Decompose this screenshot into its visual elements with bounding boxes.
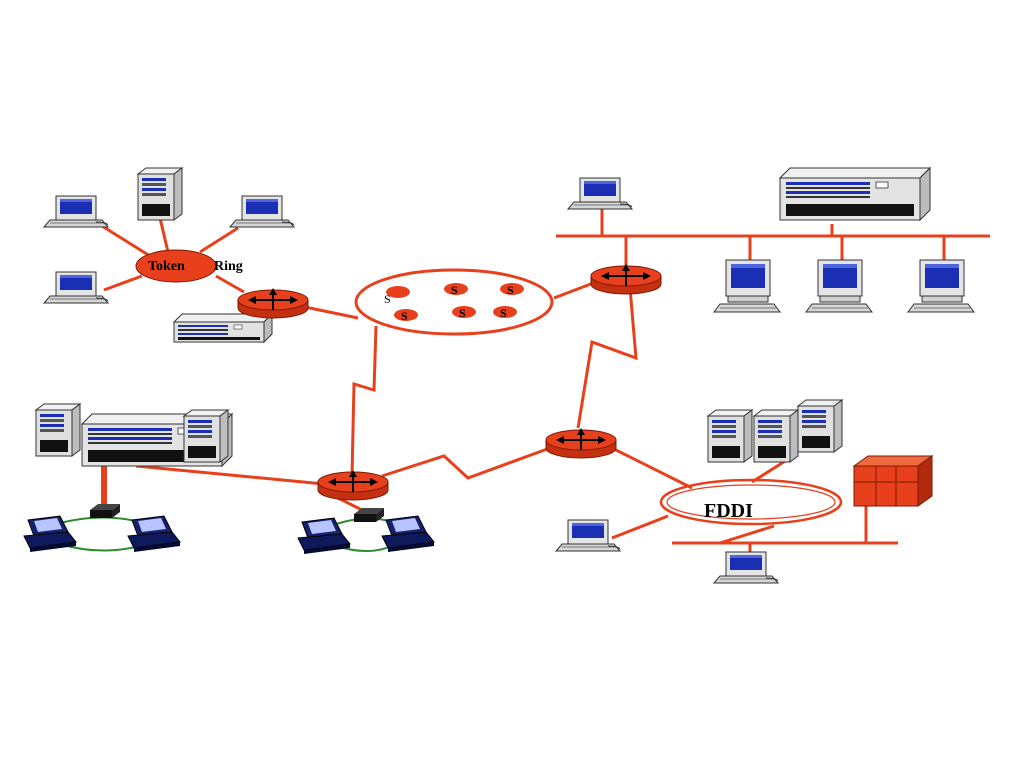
svg-text:S: S	[459, 306, 466, 320]
svg-text:S: S	[451, 283, 458, 297]
router-icon	[317, 469, 389, 501]
desktop-pc-icon	[555, 519, 621, 552]
fddi-ring: FDDI	[659, 478, 843, 526]
workstation-icon	[381, 515, 435, 553]
link-cloud-router-b	[553, 280, 597, 300]
server-tower-icon	[183, 409, 229, 463]
token-label: Token	[148, 259, 185, 274]
token-ring-node	[135, 249, 217, 283]
svg-text:S: S	[500, 306, 507, 320]
switching-network: S S S S S S	[354, 268, 554, 336]
switch-node: S	[452, 306, 476, 320]
switch-node: S	[444, 283, 468, 297]
link-router-d-fddi	[611, 446, 693, 490]
network-links	[101, 206, 990, 554]
router-icon	[545, 427, 617, 459]
token-ring: Token Ring	[135, 249, 243, 283]
rack-server-icon	[172, 312, 274, 344]
desktop-pc-icon	[43, 271, 109, 304]
svg-text:S: S	[507, 283, 514, 297]
server-tower-icon	[137, 167, 183, 221]
desktop-pc-icon	[567, 177, 633, 210]
desktop-pc-icon	[805, 259, 873, 313]
mainframe-icon	[779, 167, 931, 221]
link-tokenring-pc2	[199, 226, 239, 254]
switch-node: S	[493, 306, 517, 320]
ring-label: Ring	[214, 259, 243, 274]
server-tower-icon	[797, 399, 843, 453]
workstation-icon	[127, 515, 181, 553]
link-fddi-pc	[611, 514, 669, 540]
desktop-pc-icon	[713, 551, 779, 584]
wan-link-router-b-router-d	[576, 287, 638, 429]
link-router-a-cloud	[299, 304, 359, 320]
server-tower-icon	[753, 409, 799, 463]
switch-node: S	[394, 309, 418, 323]
svg-text:S: S	[401, 309, 408, 323]
link-tokenring-pc1	[101, 224, 151, 258]
fddi-label: FDDI	[704, 500, 753, 522]
link-tokenring-tower	[158, 217, 170, 253]
svg-text:S: S	[384, 292, 391, 306]
link-tokenring-router	[215, 274, 245, 294]
router-icon	[590, 263, 662, 295]
desktop-pc-icon	[43, 195, 109, 228]
link-mainframe-router-c	[135, 464, 325, 486]
desktop-pc-icon	[229, 195, 295, 228]
cabinet-icon	[852, 455, 934, 507]
link-tokenring-pc3	[103, 274, 143, 292]
desktop-pc-icon	[713, 259, 781, 313]
switch-node: S	[384, 286, 410, 306]
workstation-icon	[297, 517, 351, 555]
wan-link-cloud-router-c	[350, 325, 378, 477]
switch-node: S	[500, 283, 524, 297]
lan-arc-left-top	[55, 516, 141, 525]
server-tower-icon	[707, 409, 753, 463]
desktop-pc-icon	[907, 259, 975, 313]
hub-icon	[90, 504, 120, 518]
wan-link-router-c-router-d	[381, 446, 551, 480]
router-icon	[237, 287, 309, 319]
server-tower-icon	[35, 403, 81, 457]
link-fddi-bus	[719, 524, 775, 545]
